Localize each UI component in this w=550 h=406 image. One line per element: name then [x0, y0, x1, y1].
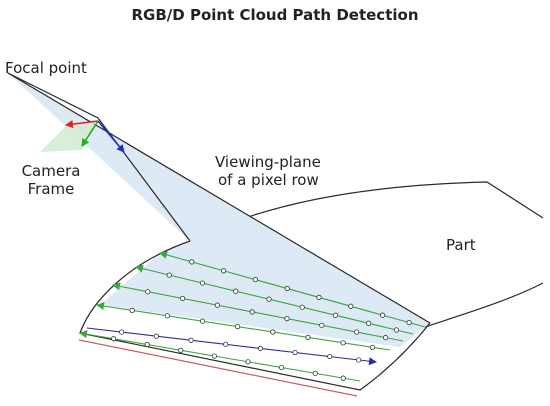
path-point [252, 277, 258, 283]
path-point [245, 359, 251, 365]
path-point [188, 337, 194, 343]
path-point [393, 327, 399, 333]
label-focal-point: Focal point [5, 59, 87, 77]
path-point [221, 268, 227, 274]
path-point [153, 333, 159, 339]
path-row-6 [79, 330, 361, 382]
camera-axes [65, 120, 125, 153]
path-point [332, 312, 339, 318]
path-point [348, 303, 354, 309]
camera-axis-y [81, 120, 99, 147]
path-point [319, 322, 325, 328]
path-point [249, 309, 255, 315]
path-point [379, 312, 386, 318]
viewing-plane-lower-ray [7, 72, 191, 242]
path-point [166, 272, 172, 278]
path-point [284, 315, 290, 322]
path-point [312, 370, 318, 376]
path-point [111, 336, 117, 342]
detected-paths [79, 251, 426, 382]
path-point [189, 259, 195, 265]
path-point [340, 340, 346, 346]
path-point [119, 329, 125, 335]
path-point [180, 295, 186, 302]
part-right-edge [424, 282, 544, 328]
path-point [284, 285, 290, 292]
part-bottom-red-edge [78, 339, 358, 397]
path-point [129, 307, 135, 313]
path-point [199, 318, 206, 324]
camera-axis-x [65, 120, 99, 129]
label-frame: Frame [28, 180, 75, 198]
path-point [278, 364, 285, 371]
path-point [292, 349, 298, 356]
path-point [145, 289, 151, 295]
camera-axis-z [97, 120, 125, 153]
path-point [199, 280, 206, 286]
label-pixel-row: of a pixel row [218, 171, 319, 189]
path-point [257, 345, 263, 351]
path-point [316, 294, 322, 300]
path-point [299, 304, 305, 310]
path-point [223, 341, 229, 347]
viewing-plane-upper-ray [7, 72, 431, 324]
viewing-plane [8, 73, 430, 347]
path-point [305, 334, 311, 340]
path-point [235, 323, 241, 330]
path-point [369, 344, 376, 350]
path-point [214, 302, 220, 308]
path-point [366, 320, 372, 326]
label-camera: Camera [22, 162, 81, 180]
path-point [340, 375, 346, 381]
label-part: Part [446, 236, 476, 254]
path-point [406, 319, 412, 326]
path-point [144, 341, 150, 348]
diagram-title: RGB/D Point Cloud Path Detection [131, 6, 419, 24]
path-point [178, 347, 184, 353]
path-point [164, 313, 170, 319]
path-point [353, 329, 360, 335]
path-point [270, 329, 276, 335]
path-point [211, 353, 217, 359]
path-point [327, 353, 333, 360]
path-point [382, 335, 389, 341]
path-point [266, 296, 272, 302]
path-point [233, 288, 239, 294]
label-viewing-plane: Viewing-plane [215, 153, 321, 171]
path-point [356, 357, 362, 363]
